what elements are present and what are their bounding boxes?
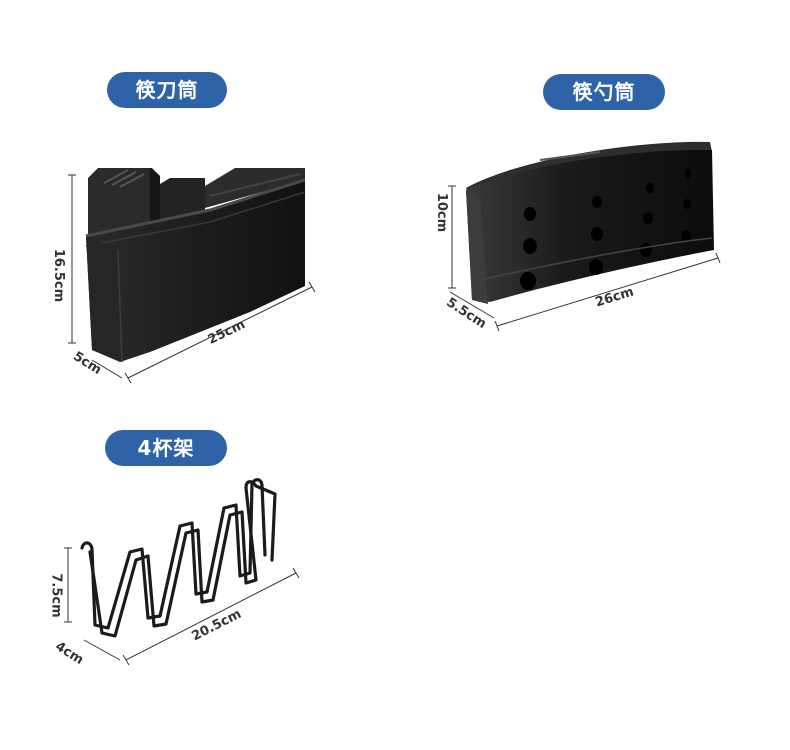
spoon-holder-height: 10cm [434, 192, 450, 233]
knife-holder-dimension-lines [68, 174, 316, 384]
knife-holder-image [85, 168, 306, 363]
cup-rack-label: 4杯架 [105, 430, 227, 466]
knife-holder-height: 16.5cm [51, 248, 67, 303]
cup-rack-image [80, 478, 277, 638]
drain-holes [520, 170, 691, 290]
spoon-holder-dimension-lines [448, 185, 721, 332]
cup-rack-height: 7.5cm [48, 573, 64, 618]
spoon-holder-image [466, 141, 714, 304]
cup-rack-dimension-lines [64, 547, 300, 666]
spoon-holder-label: 筷勺筒 [543, 74, 665, 110]
knife-holder-label: 筷刀筒 [107, 72, 227, 108]
